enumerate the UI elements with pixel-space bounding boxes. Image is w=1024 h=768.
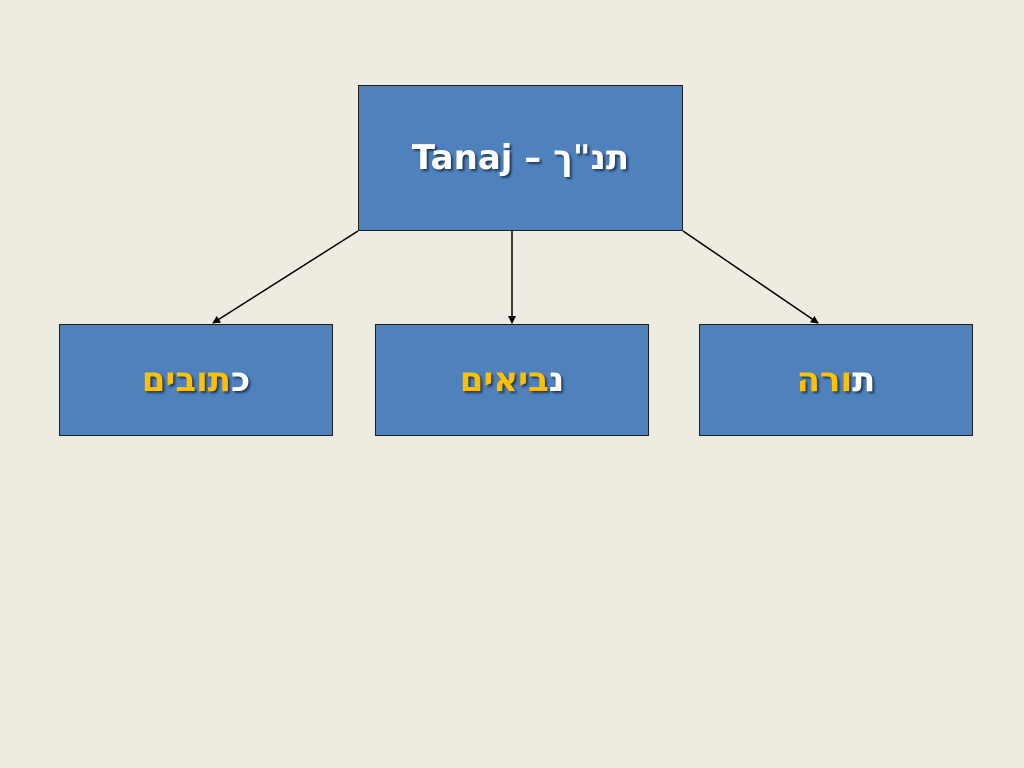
connector-to-torah xyxy=(682,230,819,324)
neviim-rest-letters: ביאים xyxy=(459,360,549,400)
child-node-torah: תורה xyxy=(699,324,973,436)
ketuvim-rest-letters: תובים xyxy=(141,360,232,400)
root-node-tanaj: Tanaj – תנ"ך xyxy=(358,85,683,231)
torah-rest-letters: ורה xyxy=(796,360,853,400)
connector-to-ketuvim xyxy=(212,230,359,324)
root-node-label: Tanaj – תנ"ך xyxy=(411,138,630,178)
torah-label: תורה xyxy=(797,360,876,400)
torah-first-letter: ת xyxy=(852,360,876,400)
ketuvim-label: כתובים xyxy=(142,360,251,400)
child-node-neviim: נביאים xyxy=(375,324,649,436)
ketuvim-first-letter: כ xyxy=(231,360,251,400)
neviim-label: נביאים xyxy=(460,360,565,400)
neviim-first-letter: נ xyxy=(548,360,565,400)
child-node-ketuvim: כתובים xyxy=(59,324,333,436)
